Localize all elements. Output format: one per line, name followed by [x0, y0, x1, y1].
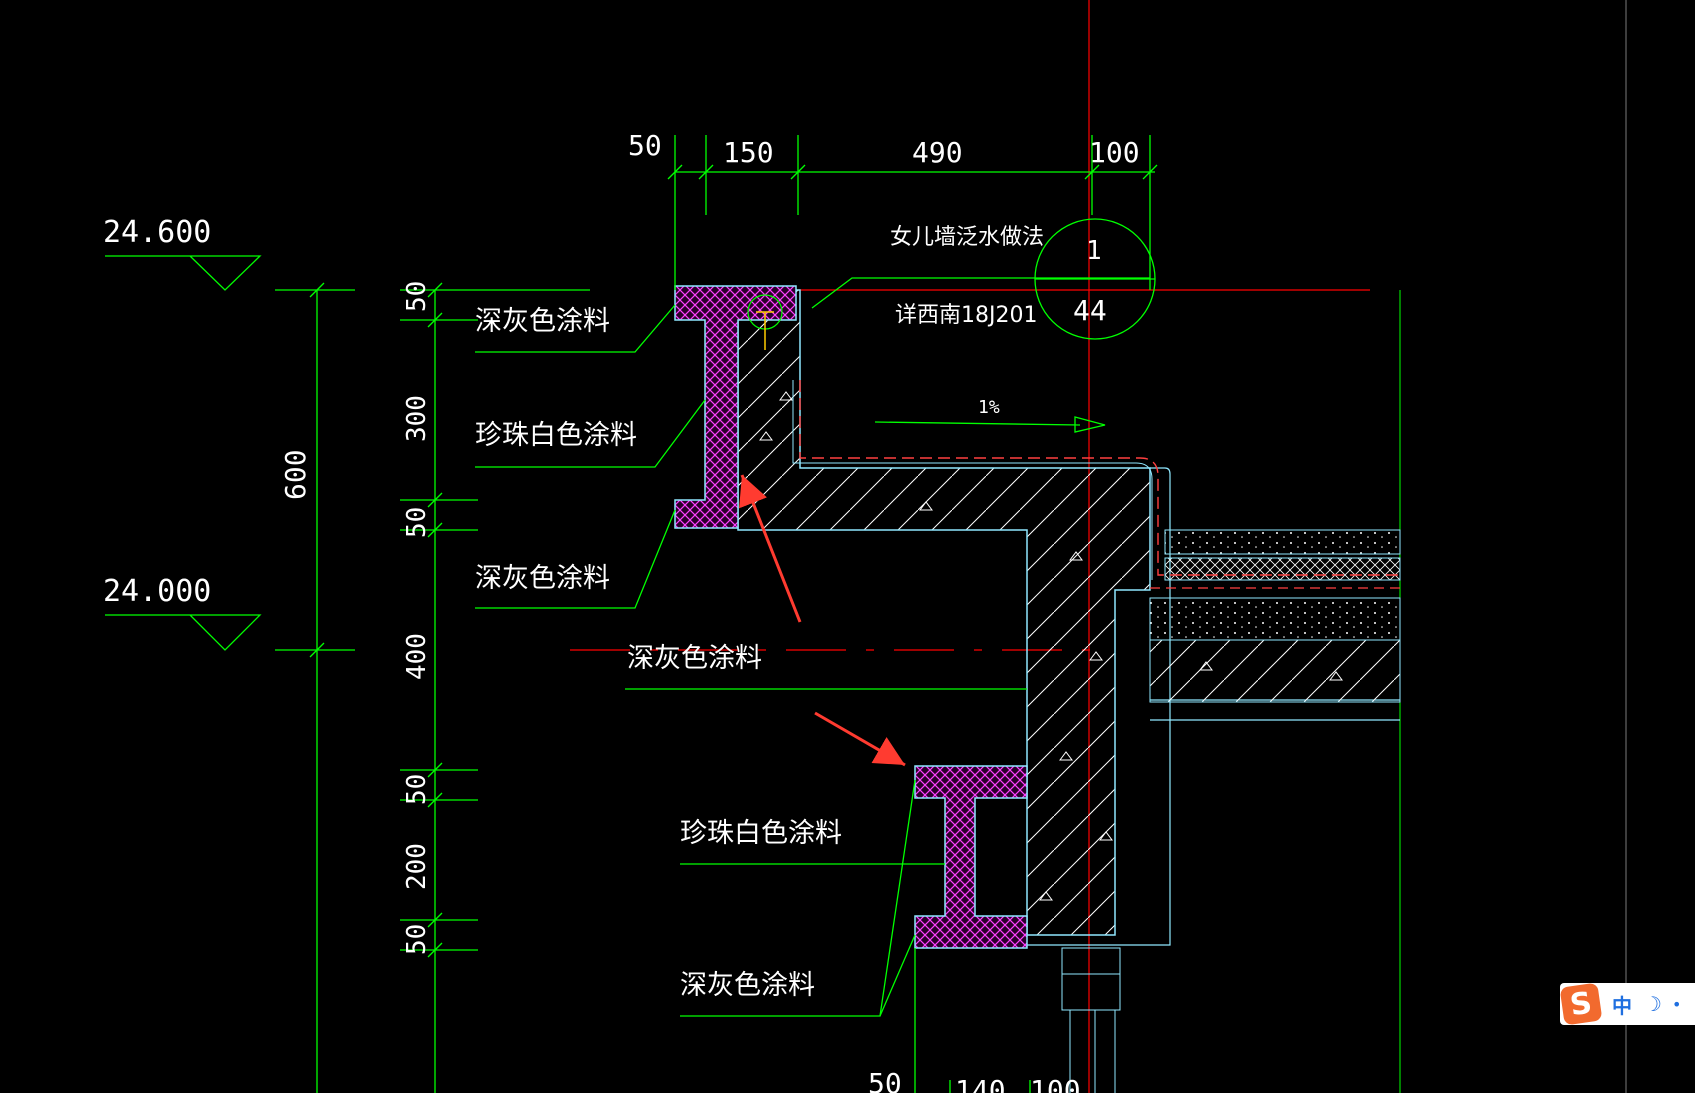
lower-eps-moulding — [914, 765, 1028, 949]
window-frame — [1061, 947, 1121, 1093]
dim-bottom-50: 50 — [868, 1067, 902, 1093]
label-dark-gray-4: 深灰色涂料 — [680, 970, 815, 1001]
dim-top-50: 50 — [628, 129, 662, 162]
annotation-arrow-2 — [814, 711, 906, 767]
anchor-symbol — [747, 294, 783, 350]
annotation-arrow-1 — [739, 474, 802, 623]
dimension-ticks — [309, 164, 1158, 958]
dim-left-400: 400 — [402, 633, 432, 680]
sogou-logo-icon[interactable]: S — [1559, 982, 1603, 1026]
upper-eps-moulding — [674, 285, 797, 529]
dim-top-150: 150 — [723, 136, 774, 169]
dim-left-50-d: 50 — [402, 924, 432, 955]
bubble-top-number: 1 — [1086, 236, 1102, 266]
ime-toolbar[interactable]: S 中 ☽ • — [1559, 982, 1695, 1026]
note-reference: 详西南18J201 — [895, 303, 1037, 328]
dim-top-490: 490 — [912, 136, 963, 169]
punctuation-icon[interactable]: • — [1671, 994, 1682, 1014]
concrete-section — [737, 289, 1401, 946]
dim-left-200: 200 — [402, 843, 432, 890]
moon-icon[interactable]: ☽ — [1644, 992, 1662, 1016]
label-pearl-white-1: 珍珠白色涂料 — [475, 420, 637, 451]
dim-bottom-140: 140 — [955, 1074, 1006, 1093]
dim-left-50-a: 50 — [402, 281, 432, 312]
note-title: 女儿墙泛水做法 — [890, 225, 1044, 250]
dim-bottom-100: 100 — [1030, 1074, 1081, 1093]
input-mode-toggle[interactable]: 中 — [1612, 993, 1632, 1018]
label-dark-gray-2: 深灰色涂料 — [475, 563, 610, 594]
dim-top-100: 100 — [1089, 136, 1140, 169]
dim-left-50-b: 50 — [402, 507, 432, 538]
label-dark-gray-3: 深灰色涂料 — [627, 643, 762, 674]
label-pearl-white-2: 珍珠白色涂料 — [680, 818, 842, 849]
elevation-lower: 24.000 — [103, 574, 211, 609]
dim-left-50-c: 50 — [402, 774, 432, 805]
slope-label: 1% — [978, 397, 1000, 418]
dim-left-600: 600 — [279, 449, 312, 500]
elevation-upper: 24.600 — [103, 215, 211, 250]
bubble-bottom-number: 44 — [1073, 294, 1107, 327]
dimension-texts: 50 150 490 100 600 50 300 50 400 50 200 … — [279, 129, 1140, 1093]
dimension-lines — [105, 135, 1156, 1093]
dim-left-300: 300 — [402, 395, 432, 442]
label-dark-gray-1: 深灰色涂料 — [475, 306, 610, 337]
